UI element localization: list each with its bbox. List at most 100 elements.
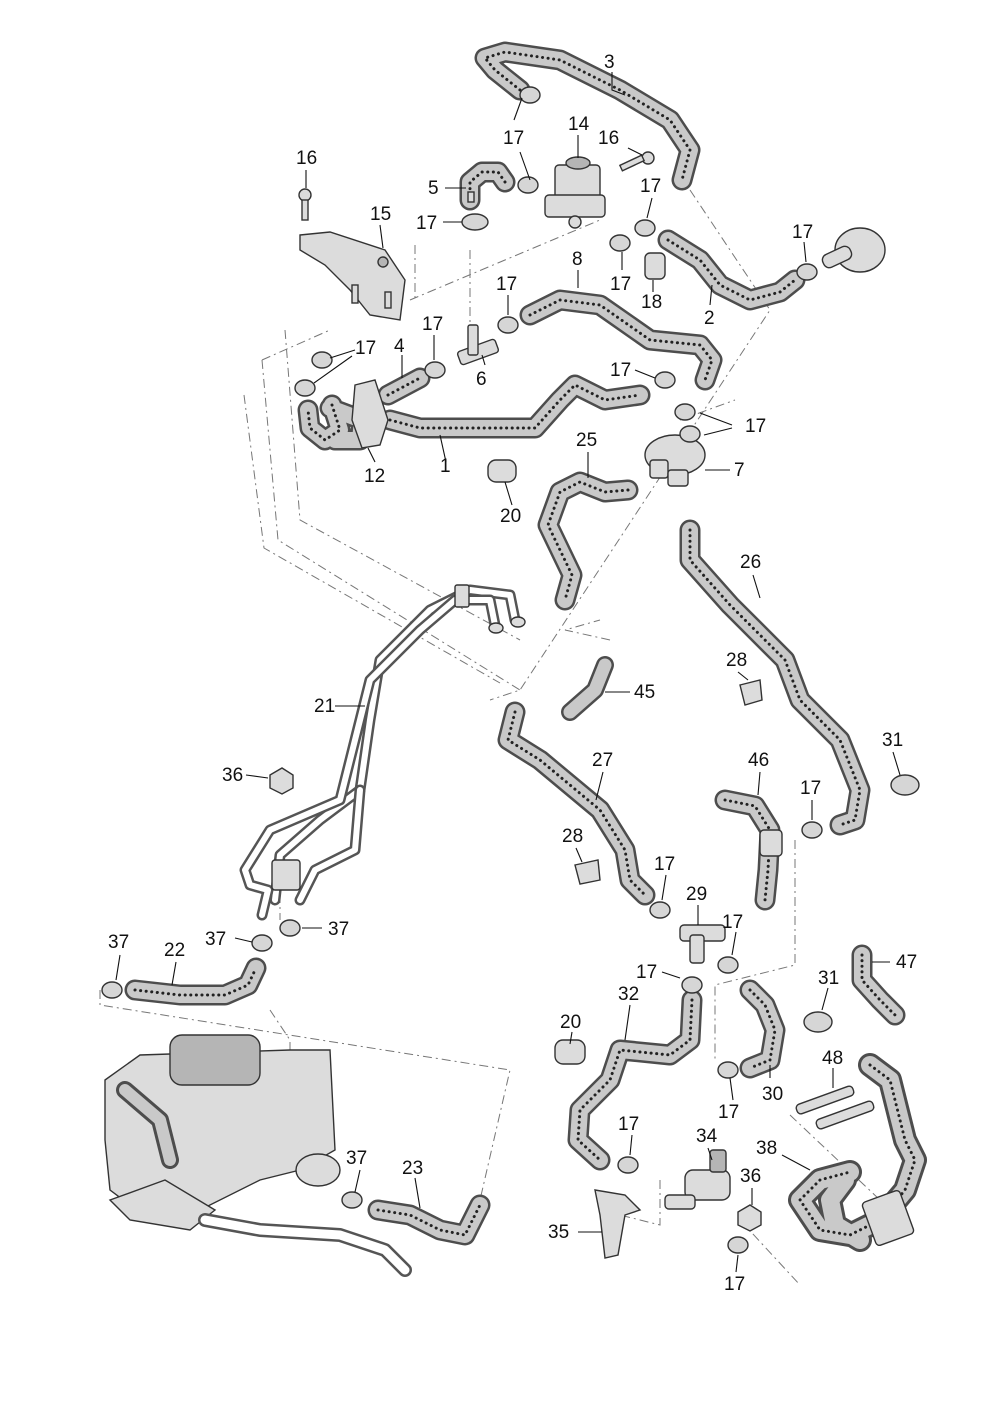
callout-17-k: 17 xyxy=(800,778,821,799)
callout-4: 4 xyxy=(394,336,405,357)
callout-21: 21 xyxy=(314,696,335,717)
hose-46-joint xyxy=(759,829,783,857)
hose-2 xyxy=(657,229,806,311)
callout-36-upper: 36 xyxy=(222,765,243,786)
callout-37-c: 37 xyxy=(328,919,349,940)
callout-29: 29 xyxy=(686,884,707,905)
callout-22: 22 xyxy=(164,940,185,961)
callout-5: 5 xyxy=(428,178,439,199)
callout-17-c: 17 xyxy=(416,213,437,234)
callout-8: 8 xyxy=(572,249,583,270)
clip-28-lower xyxy=(574,859,601,885)
callout-17-p: 17 xyxy=(618,1114,639,1135)
flange-12 xyxy=(351,379,389,449)
clamp-31-upper xyxy=(890,774,920,796)
hose-23 xyxy=(367,1194,491,1246)
nut-36-lower xyxy=(737,1204,762,1232)
nut-36-upper xyxy=(269,767,294,795)
callout-17-f: 17 xyxy=(496,274,517,295)
hose-5 xyxy=(459,161,516,211)
callout-25: 25 xyxy=(576,430,597,451)
callout-36-lower: 36 xyxy=(740,1166,761,1187)
callout-20-upper: 20 xyxy=(500,506,521,527)
callout-17-q: 17 xyxy=(724,1274,745,1295)
callout-27: 27 xyxy=(592,750,613,771)
hose-27 xyxy=(497,701,656,906)
callout-37-d: 37 xyxy=(346,1148,367,1169)
callout-17-o: 17 xyxy=(718,1102,739,1123)
callout-23: 23 xyxy=(402,1158,423,1179)
callout-30: 30 xyxy=(762,1084,783,1105)
callout-2: 2 xyxy=(704,308,715,329)
cap-20-upper xyxy=(487,459,517,483)
callout-31-upper: 31 xyxy=(882,730,903,751)
callout-17-a: 17 xyxy=(503,128,524,149)
callout-17-e: 17 xyxy=(610,274,631,295)
callout-35: 35 xyxy=(548,1222,569,1243)
callout-17-j: 17 xyxy=(745,416,766,437)
hose-32 xyxy=(567,989,703,1171)
callout-17-b: 17 xyxy=(640,176,661,197)
callout-45: 45 xyxy=(634,682,655,703)
tee-connector-29 xyxy=(679,924,726,964)
callout-14: 14 xyxy=(568,114,590,135)
callout-17-g: 17 xyxy=(422,314,443,335)
hose-47 xyxy=(851,944,906,1026)
callout-48: 48 xyxy=(822,1048,843,1069)
callout-3: 3 xyxy=(604,52,615,73)
callout-16-right: 16 xyxy=(598,128,619,149)
callout-38: 38 xyxy=(756,1138,777,1159)
connector-7 xyxy=(644,434,706,487)
hose-4 xyxy=(377,367,431,406)
hose-25 xyxy=(537,471,639,611)
hose-30 xyxy=(739,979,786,1079)
cap-20-lower xyxy=(554,1039,586,1065)
callout-46: 46 xyxy=(748,750,769,771)
callout-32: 32 xyxy=(618,984,639,1005)
hose-26 xyxy=(679,519,871,836)
callout-17-d: 17 xyxy=(792,222,813,243)
callout-31-lower: 31 xyxy=(818,968,839,989)
bolt-16-left xyxy=(298,188,312,221)
pump-34 xyxy=(664,1149,731,1210)
callout-18: 18 xyxy=(641,292,662,313)
hose-3 xyxy=(474,41,701,191)
bracket-15 xyxy=(299,231,406,321)
coolant-hoses xyxy=(124,41,927,1252)
callout-37-a: 37 xyxy=(108,932,129,953)
callout-17-m: 17 xyxy=(722,912,743,933)
callout-47: 47 xyxy=(896,952,917,973)
hose-1 xyxy=(379,374,651,439)
hose-clamps xyxy=(101,86,823,1254)
components xyxy=(104,151,920,1277)
callout-26: 26 xyxy=(740,552,761,573)
callout-1: 1 xyxy=(440,456,451,477)
clip-28-upper xyxy=(739,679,763,706)
sleeve-18 xyxy=(644,252,666,280)
coolant-pipe-21 xyxy=(239,584,526,921)
callout-6: 6 xyxy=(476,369,487,390)
heater-unit xyxy=(104,1034,412,1277)
callout-12: 12 xyxy=(364,466,385,487)
hose-8 xyxy=(519,289,723,391)
callout-15: 15 xyxy=(370,204,391,225)
hose-22 xyxy=(124,957,267,1006)
callout-17-l: 17 xyxy=(654,854,675,875)
callout-28-upper: 28 xyxy=(726,650,747,671)
hose-38 xyxy=(788,1053,927,1252)
callout-17-n: 17 xyxy=(636,962,657,983)
callout-34: 34 xyxy=(696,1126,718,1147)
callout-20-lower: 20 xyxy=(560,1012,581,1033)
valve-14 xyxy=(544,156,606,229)
callout-17-i: 17 xyxy=(610,360,631,381)
hose-45 xyxy=(561,656,614,721)
connectors-48 xyxy=(795,1085,875,1130)
tee-connector-6 xyxy=(456,324,500,366)
bracket-35 xyxy=(594,1189,642,1259)
bolt-16-right xyxy=(618,151,655,172)
callout-17-h: 17 xyxy=(355,338,376,359)
callout-28-lower: 28 xyxy=(562,826,583,847)
grommet-right xyxy=(821,227,886,273)
clamp-31-lower xyxy=(803,1011,833,1033)
